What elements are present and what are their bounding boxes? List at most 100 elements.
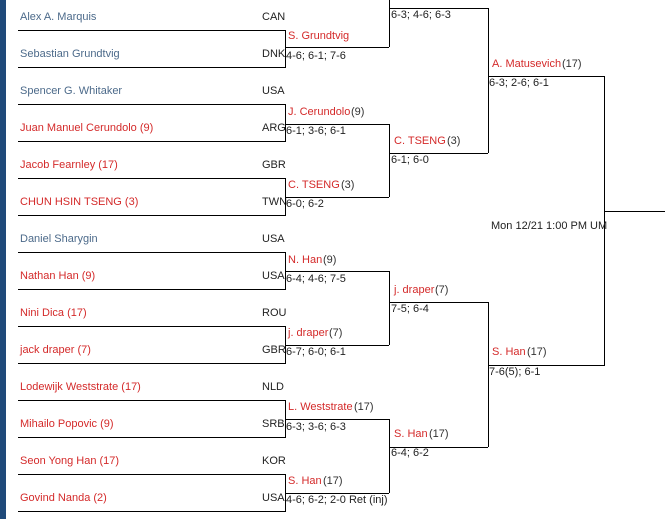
player-name[interactable]: CHUN HSIN TSENG (3)	[20, 196, 139, 208]
bracket-line	[18, 326, 286, 327]
bracket-line	[389, 419, 390, 493]
player-country: GBR	[262, 159, 286, 171]
bracket-line	[18, 511, 286, 512]
bracket-line	[285, 104, 286, 141]
bracket-line	[389, 447, 488, 448]
winner-seed: (17)	[323, 475, 343, 487]
player-name[interactable]: Daniel Sharygin	[20, 233, 98, 245]
player-name[interactable]: Nathan Han (9)	[20, 270, 96, 282]
bracket-line	[285, 345, 389, 346]
winner-name[interactable]: S. Han	[394, 428, 428, 440]
winner-seed: (17)	[429, 428, 449, 440]
match-score: 6-0; 6-2	[286, 198, 324, 210]
match-score: 6-3; 2-6; 6-1	[489, 77, 549, 89]
winner-name[interactable]: j. draper	[394, 284, 435, 296]
bracket-line	[285, 197, 389, 198]
bracket-line	[18, 400, 286, 401]
winner-name[interactable]: N. Han	[288, 254, 323, 266]
winner-seed: (17)	[354, 401, 374, 413]
bracket-line	[285, 30, 286, 67]
player-name[interactable]: Seon Yong Han (17)	[20, 455, 120, 467]
bracket-line	[285, 252, 286, 289]
player-country: KOR	[262, 455, 286, 467]
bracket-line	[18, 437, 286, 438]
winner-name[interactable]: A. Matusevich	[492, 58, 562, 70]
winner-name[interactable]: S. Grundtvig	[288, 30, 350, 42]
player-country: USA	[262, 233, 285, 245]
winner-name[interactable]: j. draper	[288, 327, 329, 339]
winner-name[interactable]: J. Cerundolo	[288, 106, 351, 118]
winner-seed: (17)	[527, 346, 547, 358]
match-score: 6-1; 6-0	[391, 154, 429, 166]
bracket-line	[285, 419, 389, 420]
winner-seed: (17)	[562, 58, 582, 70]
player-country: GBR	[262, 344, 286, 356]
player-name[interactable]: Mihailo Popovic (9)	[20, 418, 114, 430]
match-score: 7-6(5); 6-1	[489, 366, 541, 378]
match-score: 6-3; 4-6; 6-3	[391, 9, 451, 21]
winner-seed: (3)	[341, 179, 355, 191]
player-name[interactable]: jack draper (7)	[20, 344, 91, 356]
player-country: NLD	[262, 381, 285, 393]
bracket-line	[389, 302, 488, 303]
player-name[interactable]: Spencer G. Whitaker	[20, 85, 123, 97]
bracket-line	[285, 326, 286, 363]
bracket-line	[18, 474, 286, 475]
player-name[interactable]: Nini Dica (17)	[20, 307, 87, 319]
winner-seed: (3)	[447, 135, 461, 147]
bracket-line	[285, 271, 389, 272]
match-schedule: Mon 12/21 1:00 PM UM	[491, 220, 608, 232]
bracket-line	[18, 289, 286, 290]
winner-seed: (9)	[323, 254, 337, 266]
match-score: 6-1; 3-6; 6-1	[286, 125, 346, 137]
player-country: USA	[262, 85, 285, 97]
player-name[interactable]: Govind Nanda (2)	[20, 492, 107, 504]
bracket-line	[604, 211, 665, 212]
bracket-line	[389, 8, 488, 9]
player-country: USA	[262, 270, 285, 282]
player-country: ROU	[262, 307, 287, 319]
winner-seed: (9)	[351, 106, 365, 118]
match-score: 4-6; 6-1; 7-6	[286, 50, 346, 62]
player-name[interactable]: Jacob Fearnley (17)	[20, 159, 118, 171]
player-name[interactable]: Juan Manuel Cerundolo (9)	[20, 122, 154, 134]
player-country: TWN	[262, 196, 288, 208]
winner-name[interactable]: C. TSENG	[394, 135, 446, 147]
bracket-line	[18, 141, 286, 142]
match-score: 6-4; 4-6; 7-5	[286, 273, 346, 285]
bracket-line	[18, 67, 286, 68]
bracket-line	[18, 252, 286, 253]
bracket-line	[18, 178, 286, 179]
bracket-line	[389, 271, 390, 345]
bracket-line	[285, 493, 389, 494]
player-name[interactable]: Lodewijk Weststrate (17)	[20, 381, 141, 393]
bracket-line	[18, 363, 286, 364]
player-name[interactable]: Alex A. Marquis	[20, 11, 97, 23]
bracket-line	[488, 8, 489, 153]
match-score: 7-5; 6-4	[391, 303, 429, 315]
bracket-line	[285, 47, 389, 48]
winner-seed: (7)	[329, 327, 343, 339]
bracket-line	[18, 104, 286, 105]
winner-name[interactable]: C. TSENG	[288, 179, 340, 191]
winner-name[interactable]: S. Han	[288, 475, 322, 487]
bracket-line	[389, 124, 390, 197]
match-score: 6-4; 6-2	[391, 447, 429, 459]
bracket-line	[18, 215, 286, 216]
player-country: DNK	[262, 48, 286, 60]
winner-name[interactable]: S. Han	[492, 346, 526, 358]
player-country: CAN	[262, 11, 286, 23]
bracket-line	[285, 178, 286, 215]
match-score: 6-7; 6-0; 6-1	[286, 346, 346, 358]
winner-seed: (7)	[435, 284, 449, 296]
player-name[interactable]: Sebastian Grundtvig	[20, 48, 120, 60]
bracket-line	[488, 365, 605, 366]
bracket-line	[18, 30, 286, 31]
bracket-line	[488, 302, 489, 447]
winner-name[interactable]: L. Weststrate	[288, 401, 353, 413]
bracket-line	[285, 400, 286, 437]
match-score: 6-3; 3-6; 6-3	[286, 421, 346, 433]
player-country: ARG	[262, 122, 286, 134]
bracket-line	[488, 76, 605, 77]
bracket-line	[604, 76, 605, 365]
